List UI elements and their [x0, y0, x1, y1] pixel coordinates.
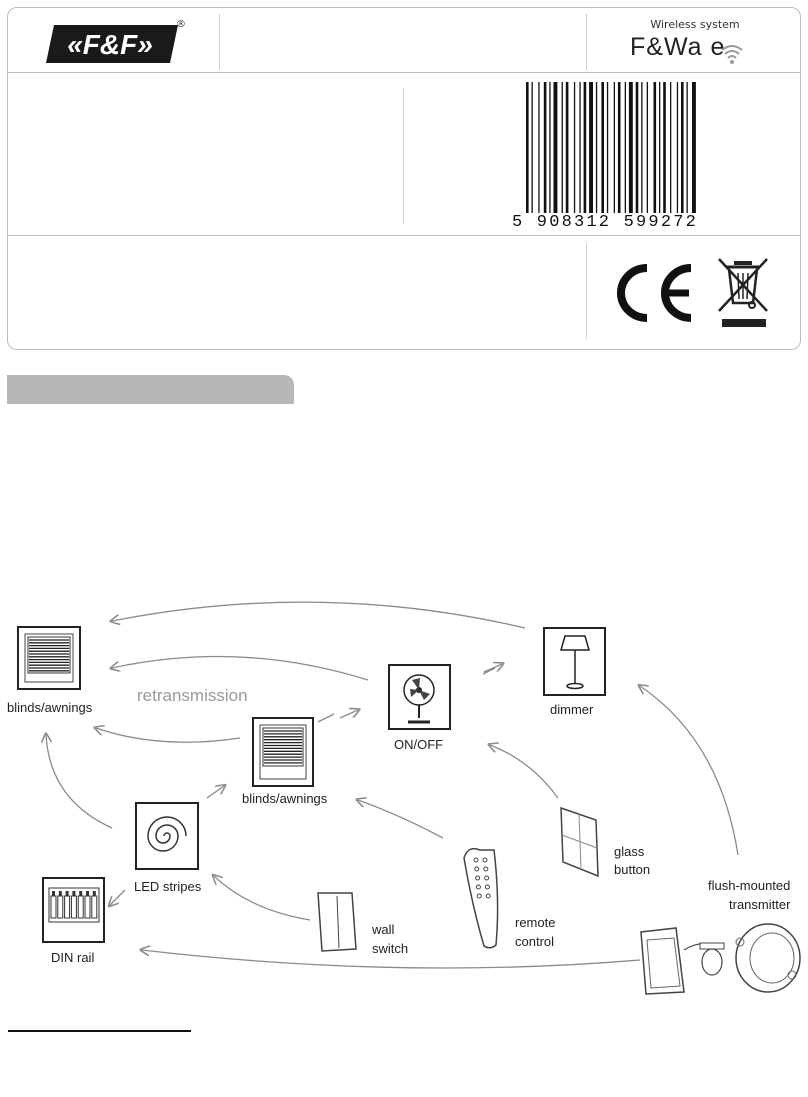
registered-mark: ® [176, 19, 186, 30]
label-flush-line1: flush-mounted [708, 878, 790, 893]
blinds-slats-center [264, 730, 302, 764]
label-glass-line2: button [614, 862, 650, 877]
header-separator-3 [403, 88, 404, 224]
header-separator-2 [586, 14, 587, 70]
footnote-rule [8, 1030, 191, 1032]
label-led-stripes: LED stripes [134, 879, 202, 894]
arrow-retransmission [96, 728, 241, 743]
label-retransmission: retransmission [137, 686, 248, 705]
din-rail-modules [50, 891, 98, 919]
arrow-onoff-link [339, 710, 358, 719]
header-divider-bottom [8, 235, 800, 236]
logo-text: «F&F» [67, 29, 153, 60]
label-remote-line1: remote [515, 915, 555, 930]
label-on-off: ON/OFF [394, 737, 443, 752]
arrow-onoff-link-back [317, 713, 335, 723]
arrow-dimmer-to-blinds [112, 601, 526, 629]
header-divider-top [8, 72, 800, 73]
label-wall-switch-line1: wall [371, 922, 395, 937]
header-separator-4 [586, 243, 587, 339]
arrow-dimmer-link-back [482, 667, 496, 675]
arrow-led-to-din [110, 889, 126, 905]
blinds-device-left [17, 626, 81, 690]
glass-button-device [560, 806, 599, 878]
wireless-system-diagram: blinds/awnings retransmission blinds/awn… [7, 601, 801, 995]
label-dimmer: dimmer [550, 702, 594, 717]
ff-logo: «F&F» [46, 23, 186, 65]
arrow-led-to-blinds [46, 735, 113, 829]
flush-mounted-transmitter-device [640, 923, 801, 995]
wifi-icon [721, 45, 743, 64]
header-box [7, 7, 801, 350]
label-blinds-left: blinds/awnings [7, 700, 93, 715]
led-stripes-device [135, 802, 199, 870]
label-flush-line2: transmitter [729, 897, 791, 912]
label-wall-switch-line2: switch [372, 941, 408, 956]
arrow-led-to-center-blinds [206, 786, 224, 799]
remote-control-device [463, 847, 499, 949]
label-remote-line2: control [515, 934, 554, 949]
arrow-dimmer-link [483, 664, 502, 673]
arrow-onoff-to-blinds [112, 655, 369, 681]
ce-mark-icon [617, 264, 692, 322]
arrow-flush-to-din [142, 950, 641, 969]
wall-switch-device [317, 892, 357, 952]
label-glass-line1: glass [614, 844, 645, 859]
dimmer-lamp-device [543, 627, 606, 696]
remote-buttons [473, 857, 491, 899]
wireless-system-label: Wireless system [650, 18, 740, 31]
weee-bin-icon [718, 258, 768, 327]
section-tab [7, 375, 294, 404]
label-din-rail: DIN rail [51, 950, 94, 965]
barcode [526, 82, 696, 224]
label-blinds-center: blinds/awnings [242, 791, 328, 806]
arrow-switch-to-led [214, 876, 311, 921]
din-rail-device [42, 877, 105, 943]
arrow-glass-to-onoff [490, 745, 559, 799]
arrow-remote-to-blinds [358, 800, 444, 839]
blinds-device-center [252, 717, 314, 787]
on-off-fan-device [388, 664, 451, 730]
blinds-slats-left [29, 639, 69, 672]
header-separator-1 [219, 14, 220, 70]
arrow-flush-to-dimmer [640, 686, 739, 856]
barcode-number: 5 908312 599272 [512, 213, 702, 235]
brand-name: F&Wa e [630, 33, 726, 61]
